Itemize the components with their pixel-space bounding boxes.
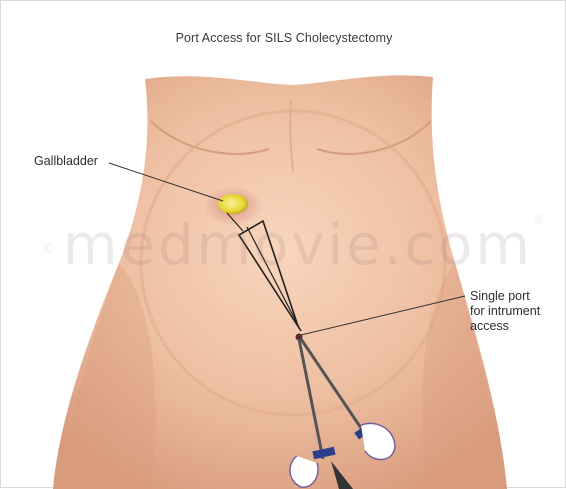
gallbladder — [218, 194, 248, 214]
single-port-label-line-3: access — [470, 319, 560, 334]
single-port-label-line-2: for intrument — [470, 304, 560, 319]
watermark: ©medmovie.com® — [41, 213, 545, 278]
watermark-text: medmovie.com — [63, 213, 533, 278]
single-port-label: Single port for intrument access — [470, 289, 560, 334]
gallbladder-label: Gallbladder — [34, 154, 98, 169]
single-port-label-line-1: Single port — [470, 289, 560, 304]
diagram-title: Port Access for SILS Cholecystectomy — [1, 31, 566, 45]
